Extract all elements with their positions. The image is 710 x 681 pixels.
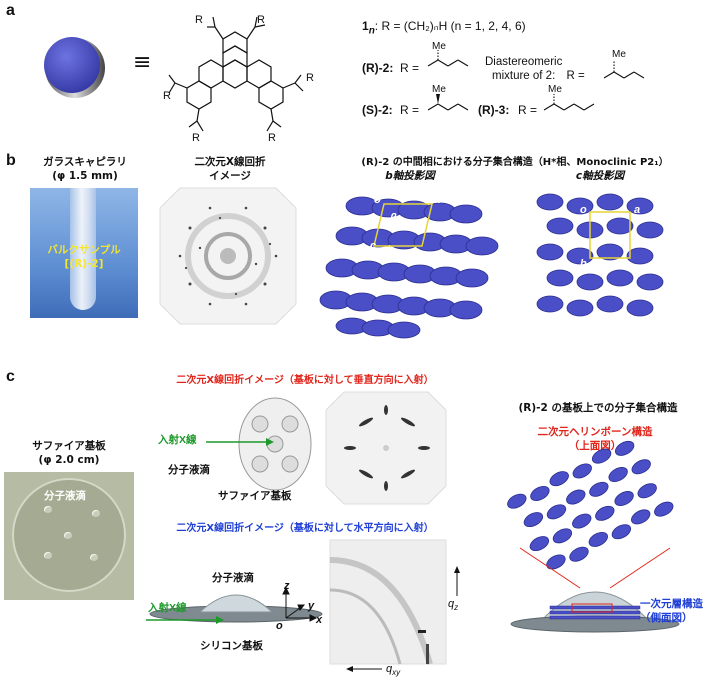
- bulk-sample-label: バルクサンプル: [47, 244, 121, 256]
- photo-droplet: [90, 554, 98, 561]
- sapphire-photo: 分子液滴: [4, 472, 134, 600]
- compound-1n-number: 1: [362, 19, 369, 33]
- disk-stack: [319, 196, 499, 339]
- panel-c-letter: c: [6, 368, 15, 385]
- xray-pattern-c-horizontal: [329, 539, 447, 665]
- s2-sidechain: [427, 94, 469, 111]
- diast-me-label: Me: [612, 49, 626, 60]
- diastereomeric-label-1: Diastereomeric: [485, 56, 563, 68]
- sapphire-title: サファイア基板: [32, 440, 106, 452]
- r3-sidechain: [543, 94, 595, 111]
- axis-label-o: o: [276, 620, 283, 632]
- layer-structure-sublabel: （側面図）: [640, 612, 693, 624]
- axis-label-z: z: [284, 580, 290, 592]
- qxy-label: qxy: [386, 663, 400, 679]
- b-axis-projection-diagram: [319, 196, 499, 339]
- r2-r-eq: R =: [400, 61, 420, 75]
- silicon-substrate-label: シリコン基板: [200, 640, 263, 652]
- c-axis-projection-label: c軸投影図: [575, 170, 625, 182]
- sapphire-substrate-label: サファイア基板: [218, 490, 292, 502]
- c-proj-label-a: a: [634, 204, 641, 216]
- axis-label-y: y: [308, 600, 315, 612]
- herringbone-title: 二次元ヘリンボーン構造: [537, 426, 653, 438]
- qz-arrow: [454, 566, 460, 596]
- b-proj-label-c: c: [370, 240, 377, 252]
- struct-label-r6: R: [268, 132, 276, 144]
- incident-xray-arrow-2: [146, 616, 224, 624]
- equiv-symbol: ≡: [133, 50, 152, 75]
- silicon-schematic: [149, 594, 323, 623]
- diastereomeric-label-2: mixture of 2: R =: [492, 70, 585, 83]
- xray-b-title-2: イメージ: [209, 170, 251, 182]
- r3-r-eq: R =: [518, 103, 538, 117]
- herringbone-diagram: [507, 440, 674, 570]
- qxy-q: q: [386, 663, 393, 675]
- struct-label-r5: R: [192, 132, 200, 144]
- r2-label: (R)-2:: [362, 61, 394, 75]
- diastereomeric-r-eq: R =: [566, 70, 585, 82]
- qz-q: q: [448, 598, 455, 610]
- disk-molecule-icon: [44, 37, 105, 98]
- bulk-sample-compound: [(R)-2]: [64, 258, 104, 270]
- c-proj-label-b: b: [580, 258, 587, 270]
- b-proj-label-beta: β: [390, 212, 397, 224]
- axis-triad: [282, 586, 318, 622]
- triphenylene-structure: [168, 16, 304, 132]
- b-proj-label-a: a: [434, 194, 441, 206]
- struct-label-r2: R: [257, 14, 265, 26]
- photo-droplet-label: 分子液滴: [44, 490, 86, 502]
- qxy-sub: xy: [392, 668, 401, 678]
- struct-label-r4: R: [306, 72, 314, 84]
- qz-sub: z: [454, 603, 459, 613]
- s2-me-label: Me: [432, 84, 446, 95]
- compound-1n-formula: : R = (CH₂)ₙH (n = 1, 2, 4, 6): [374, 19, 526, 33]
- b-proj-label-o: o: [374, 194, 381, 206]
- xray-pattern-b: [159, 187, 297, 325]
- r2-me-label: Me: [432, 41, 446, 52]
- r3-me-label: Me: [548, 84, 562, 95]
- compound-1n-sub: n: [368, 25, 375, 37]
- photo-droplet: [44, 552, 52, 559]
- panel-a-letter: a: [6, 2, 15, 19]
- diastereomeric-label-2-text: mixture of 2:: [492, 70, 556, 82]
- s2-label: (S)-2:: [362, 103, 393, 117]
- incident-xray-label: 入射X線: [158, 434, 197, 446]
- herringbone-subtitle: （上面図）: [568, 440, 622, 452]
- struct-label-r1: R: [195, 14, 203, 26]
- b-axis-projection-label: b軸投影図: [385, 170, 435, 182]
- compound-1n-definition: 1n: R = (CH₂)ₙH (n = 1, 2, 4, 6): [362, 20, 526, 37]
- incident-xray-arrow: [206, 438, 274, 446]
- xray-b-title-1: 二次元X線回折: [194, 156, 266, 168]
- zoom-lines: [519, 547, 671, 589]
- struct-label-r3: R: [163, 90, 171, 102]
- qxy-arrow: [346, 666, 382, 672]
- axis-label-x: x: [316, 614, 323, 626]
- s2-r-eq: R =: [400, 103, 420, 117]
- capillary-photo: バルクサンプル [(R)-2]: [30, 188, 138, 318]
- capillary-subtitle: (φ 1.5 mm): [52, 170, 118, 182]
- r3-label: (R)-3:: [478, 103, 510, 117]
- sapphire-subtitle: (φ 2.0 cm): [38, 454, 100, 466]
- r2-sidechain: [427, 50, 469, 67]
- structure-b-title: (R)-2 の中間相における分子集合構造（H*相、Monoclinic P2₁）: [361, 157, 669, 168]
- xray-perpendicular-title: 二次元X線回折イメージ（基板に対して垂直方向に入射）: [176, 375, 434, 386]
- diastereomeric-sidechain: [603, 60, 645, 79]
- photo-droplet: [44, 506, 52, 513]
- xray-horizontal-title: 二次元X線回折イメージ（基板に対して水平方向に入射）: [176, 523, 434, 534]
- photo-droplet: [92, 510, 100, 517]
- c-proj-label-o: o: [580, 204, 587, 216]
- qz-label: qz: [448, 598, 458, 614]
- droplet-label-schematic: 分子液滴: [168, 464, 210, 476]
- droplet-label-silicon: 分子液滴: [212, 572, 254, 584]
- photo-droplet: [64, 532, 72, 539]
- layer-structure-diagram: [510, 591, 680, 633]
- substrate-structure-title: (R)-2 の基板上での分子集合構造: [518, 402, 678, 414]
- layer-structure-label: 一次元層構造: [640, 598, 703, 610]
- incident-xray-label-2: 入射X線: [148, 602, 187, 614]
- capillary-title: ガラスキャピラリ: [43, 156, 127, 168]
- c-axis-projection-diagram: [536, 193, 664, 317]
- capillary-tube: [70, 188, 96, 310]
- panel-b-letter: b: [6, 152, 16, 169]
- xray-pattern-c-perpendicular: [325, 391, 447, 505]
